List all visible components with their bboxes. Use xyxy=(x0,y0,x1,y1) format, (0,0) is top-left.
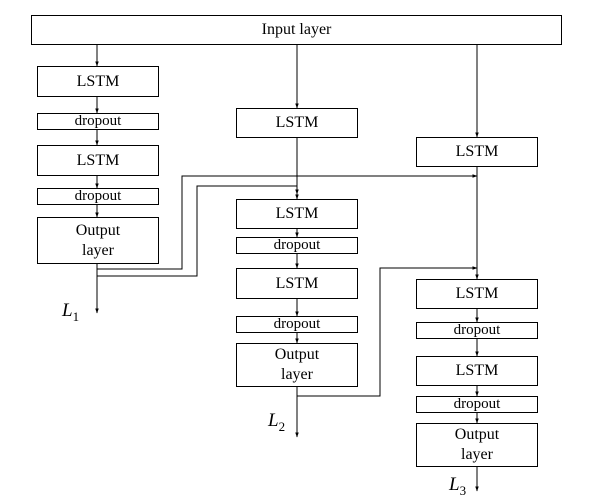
branch1-output-layer: Output layer xyxy=(37,217,159,264)
input-layer-box: Input layer xyxy=(31,15,562,45)
branch3-lstm-2: LSTM xyxy=(416,279,538,309)
branch2-dropout-2: dropout xyxy=(236,316,358,333)
branch2-output-layer: Output layer xyxy=(236,343,358,387)
branch3-lstm-1: LSTM xyxy=(416,137,538,167)
branch1-dropout-2: dropout xyxy=(37,188,159,205)
branch3-lstm-3: LSTM xyxy=(416,356,538,386)
branch2-lstm-3: LSTM xyxy=(236,268,358,299)
branch3-output-layer: Output layer xyxy=(416,423,538,467)
branch3-output-label: L3 xyxy=(449,474,467,498)
branch2-dropout-1: dropout xyxy=(236,237,358,254)
branch2-lstm-2: LSTM xyxy=(236,199,358,229)
branch2-output-label: L2 xyxy=(268,410,286,434)
branch3-dropout-1: dropout xyxy=(416,322,538,339)
wire-b1-output-to-b3 xyxy=(97,185,297,277)
wire-b1-output-to-b2 xyxy=(97,175,297,270)
branch2-lstm-1: LSTM xyxy=(236,108,358,138)
branch1-output-label: L1 xyxy=(62,300,80,324)
branch1-lstm-1: LSTM xyxy=(37,66,159,97)
wire-b2-output-to-b3 xyxy=(297,266,478,397)
branch3-dropout-2: dropout xyxy=(416,396,538,413)
branch1-dropout-1: dropout xyxy=(37,113,159,130)
branch1-lstm-2: LSTM xyxy=(37,145,159,176)
